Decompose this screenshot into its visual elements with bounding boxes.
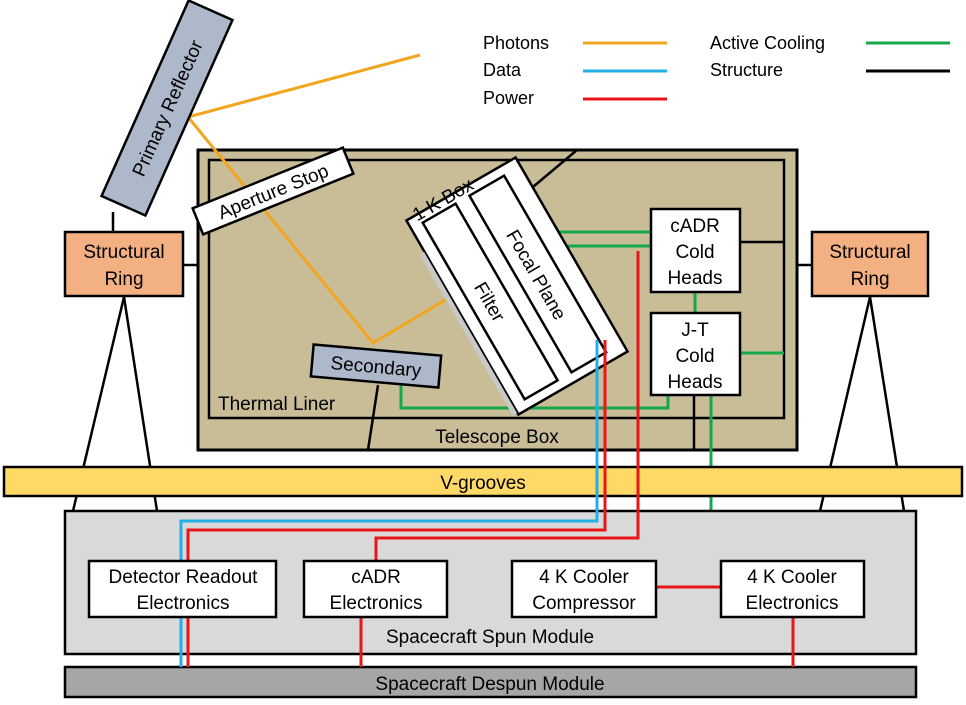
cooler-electronics: 4 K Cooler Electronics <box>719 559 866 619</box>
secondary-body <box>309 343 443 389</box>
despun-module-label: Spacecraft Despun Module <box>375 674 604 695</box>
legend-photons-label: Photons <box>483 33 549 53</box>
cooler-electronics-box <box>719 559 866 619</box>
cooler-compressor-line2: Compressor <box>532 593 636 614</box>
structural-ring-right-line1: Structural <box>829 242 910 263</box>
cooler-electronics-line2: Electronics <box>746 593 839 614</box>
filter-body <box>420 201 560 402</box>
structural-ring-right: Structural Ring <box>810 230 930 298</box>
detector-readout-line1: Detector Readout <box>109 567 259 588</box>
detector-readout-line2: Electronics <box>137 593 230 614</box>
cooling-secondary-jt <box>399 385 670 410</box>
detector-readout-box <box>87 559 278 619</box>
data-focal-to-detector <box>179 340 599 561</box>
legend-power-label: Power <box>483 88 534 108</box>
structural-ring-right-line2: Ring <box>850 269 889 290</box>
cadr-cold-heads: cADR Cold Heads <box>649 207 742 294</box>
legend-structure-label: Structure <box>710 60 783 80</box>
power-focal-to-detector <box>186 340 607 561</box>
telescope-box-label: Telescope Box <box>435 427 559 448</box>
jt-cold-heads-line2: Cold <box>675 346 714 367</box>
legend-active-cooling-label: Active Cooling <box>710 33 825 53</box>
structural-ring-left-line1: Structural <box>83 242 164 263</box>
power-cadr-to-electronics <box>374 251 640 561</box>
cadr-electronics: cADR Electronics <box>302 559 449 619</box>
jt-cold-heads: J-T Cold Heads <box>649 311 742 397</box>
cadr-cold-heads-line1: cADR <box>670 216 720 237</box>
vgrooves-bar <box>2 465 964 498</box>
cadr-electronics-line1: cADR <box>351 567 401 588</box>
secondary-mirror: Secondary <box>309 343 443 389</box>
despun-module-box <box>63 665 918 699</box>
jt-cold-heads-line3: Heads <box>668 372 723 393</box>
thermal-liner <box>207 158 786 420</box>
structural-ring-left-line2: Ring <box>104 269 143 290</box>
cadr-cold-heads-line3: Heads <box>668 268 723 289</box>
structural-ring-left: Structural Ring <box>63 230 185 298</box>
filter-edge <box>419 251 518 416</box>
cooler-compressor-box <box>510 559 658 619</box>
jt-cold-heads-box <box>649 311 742 397</box>
legend-data-label: Data <box>483 60 522 80</box>
structural-ring-left-box <box>63 230 185 298</box>
one-k-box: Filter Focal Plane <box>404 155 630 417</box>
thermal-liner-label: Thermal Liner <box>218 394 336 415</box>
data-lines <box>179 340 599 667</box>
spun-module-label: Spacecraft Spun Module <box>386 627 594 648</box>
cooler-compressor-line1: 4 K Cooler <box>539 567 629 588</box>
detector-readout-electronics: Detector Readout Electronics <box>87 559 278 619</box>
cadr-electronics-line2: Electronics <box>330 593 423 614</box>
cooler-compressor: 4 K Cooler Compressor <box>510 559 658 619</box>
aperture-stop-body <box>191 146 355 236</box>
primary-reflector-body <box>99 0 235 218</box>
photon-path <box>185 53 503 345</box>
cadr-cold-heads-box <box>649 207 742 294</box>
vgrooves-label: V-grooves <box>440 473 526 494</box>
structural-ring-right-box <box>810 230 930 298</box>
secondary-strut <box>366 384 380 451</box>
focal-plane-body <box>467 173 608 375</box>
legend: Photons Data Power Active Cooling Struct… <box>483 33 950 108</box>
cooler-electronics-line1: 4 K Cooler <box>747 567 837 588</box>
jt-cold-heads-line1: J-T <box>681 320 709 341</box>
cadr-electronics-box <box>302 559 449 619</box>
cadr-cold-heads-line2: Cold <box>675 242 714 263</box>
power-lines <box>186 251 795 667</box>
